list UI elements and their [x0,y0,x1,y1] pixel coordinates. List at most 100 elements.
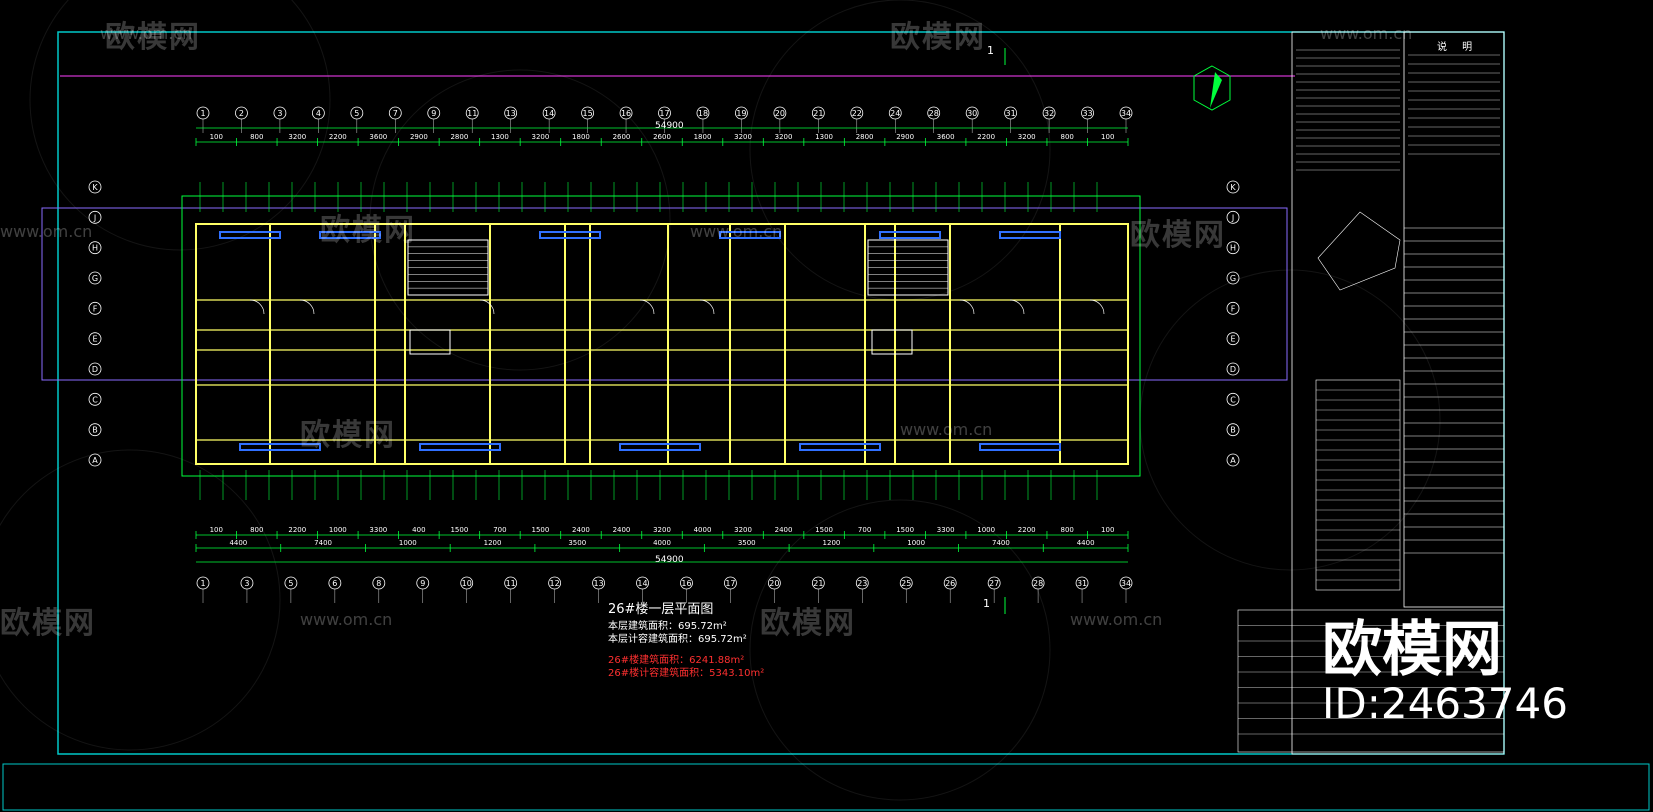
elevator [871,329,913,355]
floor-area-label: 本层建筑面积：695.72m² [608,621,727,632]
dim-label: 2200 [1018,526,1036,534]
axis-bubble [1226,332,1240,346]
axis-label: D [1230,365,1236,374]
site-boundary [41,207,1288,381]
axis-label: 25 [901,579,911,588]
axis-label: 33 [1082,109,1092,118]
axis-bubble [88,362,102,376]
axis-label: 22 [852,109,862,118]
dim-label: 3200 [775,133,793,141]
total-width-dim-bottom: 54900 [655,555,684,565]
axis-label: A [1230,456,1236,465]
axis-bubble [1226,362,1240,376]
drawing-title: 26#楼一层平面图 [608,602,714,617]
axis-label: J [93,213,96,222]
axis-label: 24 [890,109,900,118]
title-block-column [1403,31,1505,608]
watermark-logo: 欧模网 [300,418,396,453]
watermark-logo: 欧模网 [760,606,856,641]
revision-table [1237,609,1505,753]
axis-label: 13 [593,579,603,588]
axis-bubble [88,241,102,255]
dim-label: 4400 [229,539,247,547]
axis-label: F [1231,304,1236,313]
dim-label: 2600 [653,133,671,141]
watermark-url: www.om.cn [690,222,783,241]
dim-label: 700 [858,526,871,534]
axis-bubble [1226,210,1240,224]
axis-label: A [92,456,98,465]
exterior-wall [195,223,1129,465]
axis-label: F [93,304,98,313]
watermark-logo: 欧模网 [1130,218,1226,253]
axis-label: H [92,244,98,253]
axis-label: 5 [288,579,293,588]
dim-label: 2200 [977,133,995,141]
axis-label: J [1231,213,1234,222]
door-swing [699,299,715,315]
dim-label: 4400 [1077,539,1095,547]
section-mark-bottom: 1 [983,597,990,610]
dim-label: 1500 [450,526,468,534]
window [539,231,601,239]
axis-label: K [92,183,98,192]
door-swing [249,299,265,315]
axis-label: 9 [431,109,436,118]
dim-label: 7400 [314,539,332,547]
axis-label: 10 [462,579,472,588]
dim-label: 1500 [532,526,550,534]
axis-label: 17 [659,109,669,118]
dim-label: 2400 [613,526,631,534]
dim-label: 1000 [907,539,925,547]
door-swing [1009,299,1025,315]
axis-label: D [92,365,98,374]
dim-label: 1800 [694,133,712,141]
legend-box [1315,379,1401,591]
axis-label: 19 [736,109,746,118]
title-block [1237,31,1505,755]
axis-label: 34 [1121,109,1131,118]
dim-label: 2800 [450,133,468,141]
axis-label: B [1230,426,1236,435]
dim-label: 3300 [369,526,387,534]
dim-label: 2800 [856,133,874,141]
corner-logo: 欧模网 [1322,615,1502,685]
window [619,443,701,451]
section-mark-top: 1 [987,44,994,57]
building-calc-area-label: 26#楼计容建筑面积：5343.10m² [608,668,765,679]
watermark-logo: 欧模网 [320,213,416,248]
axis-label: 3 [277,109,282,118]
watermark-url: www.om.cn [1070,610,1163,629]
dim-label: 100 [1101,133,1114,141]
window [219,231,281,239]
dim-label: 3200 [734,526,752,534]
dim-label: 800 [1061,133,1074,141]
axis-label: 7 [393,109,398,118]
site-key-plan [1317,211,1401,291]
corner-id: ID:2463746 [1322,679,1568,728]
dim-label: 100 [210,133,223,141]
axis-label: 1 [200,579,205,588]
axis-label: 32 [1044,109,1054,118]
watermark-url: www.om.cn [900,420,993,439]
axis-bubble [88,423,102,437]
axis-bubble [88,301,102,315]
watermark-circle [749,499,1051,801]
door-swing [299,299,315,315]
north-arrow-shape [1193,65,1231,111]
axis-label: 11 [506,579,516,588]
dim-label: 3200 [288,133,306,141]
axis-label: B [92,426,98,435]
watermark-circle [29,0,331,251]
dim-label: 1800 [572,133,590,141]
dim-label: 800 [250,133,263,141]
axis-label: 9 [420,579,425,588]
dim-label: 700 [493,526,506,534]
notes-header: 说 明 [1437,42,1479,53]
dim-label: 3200 [1018,133,1036,141]
axis-label: 12 [550,579,560,588]
